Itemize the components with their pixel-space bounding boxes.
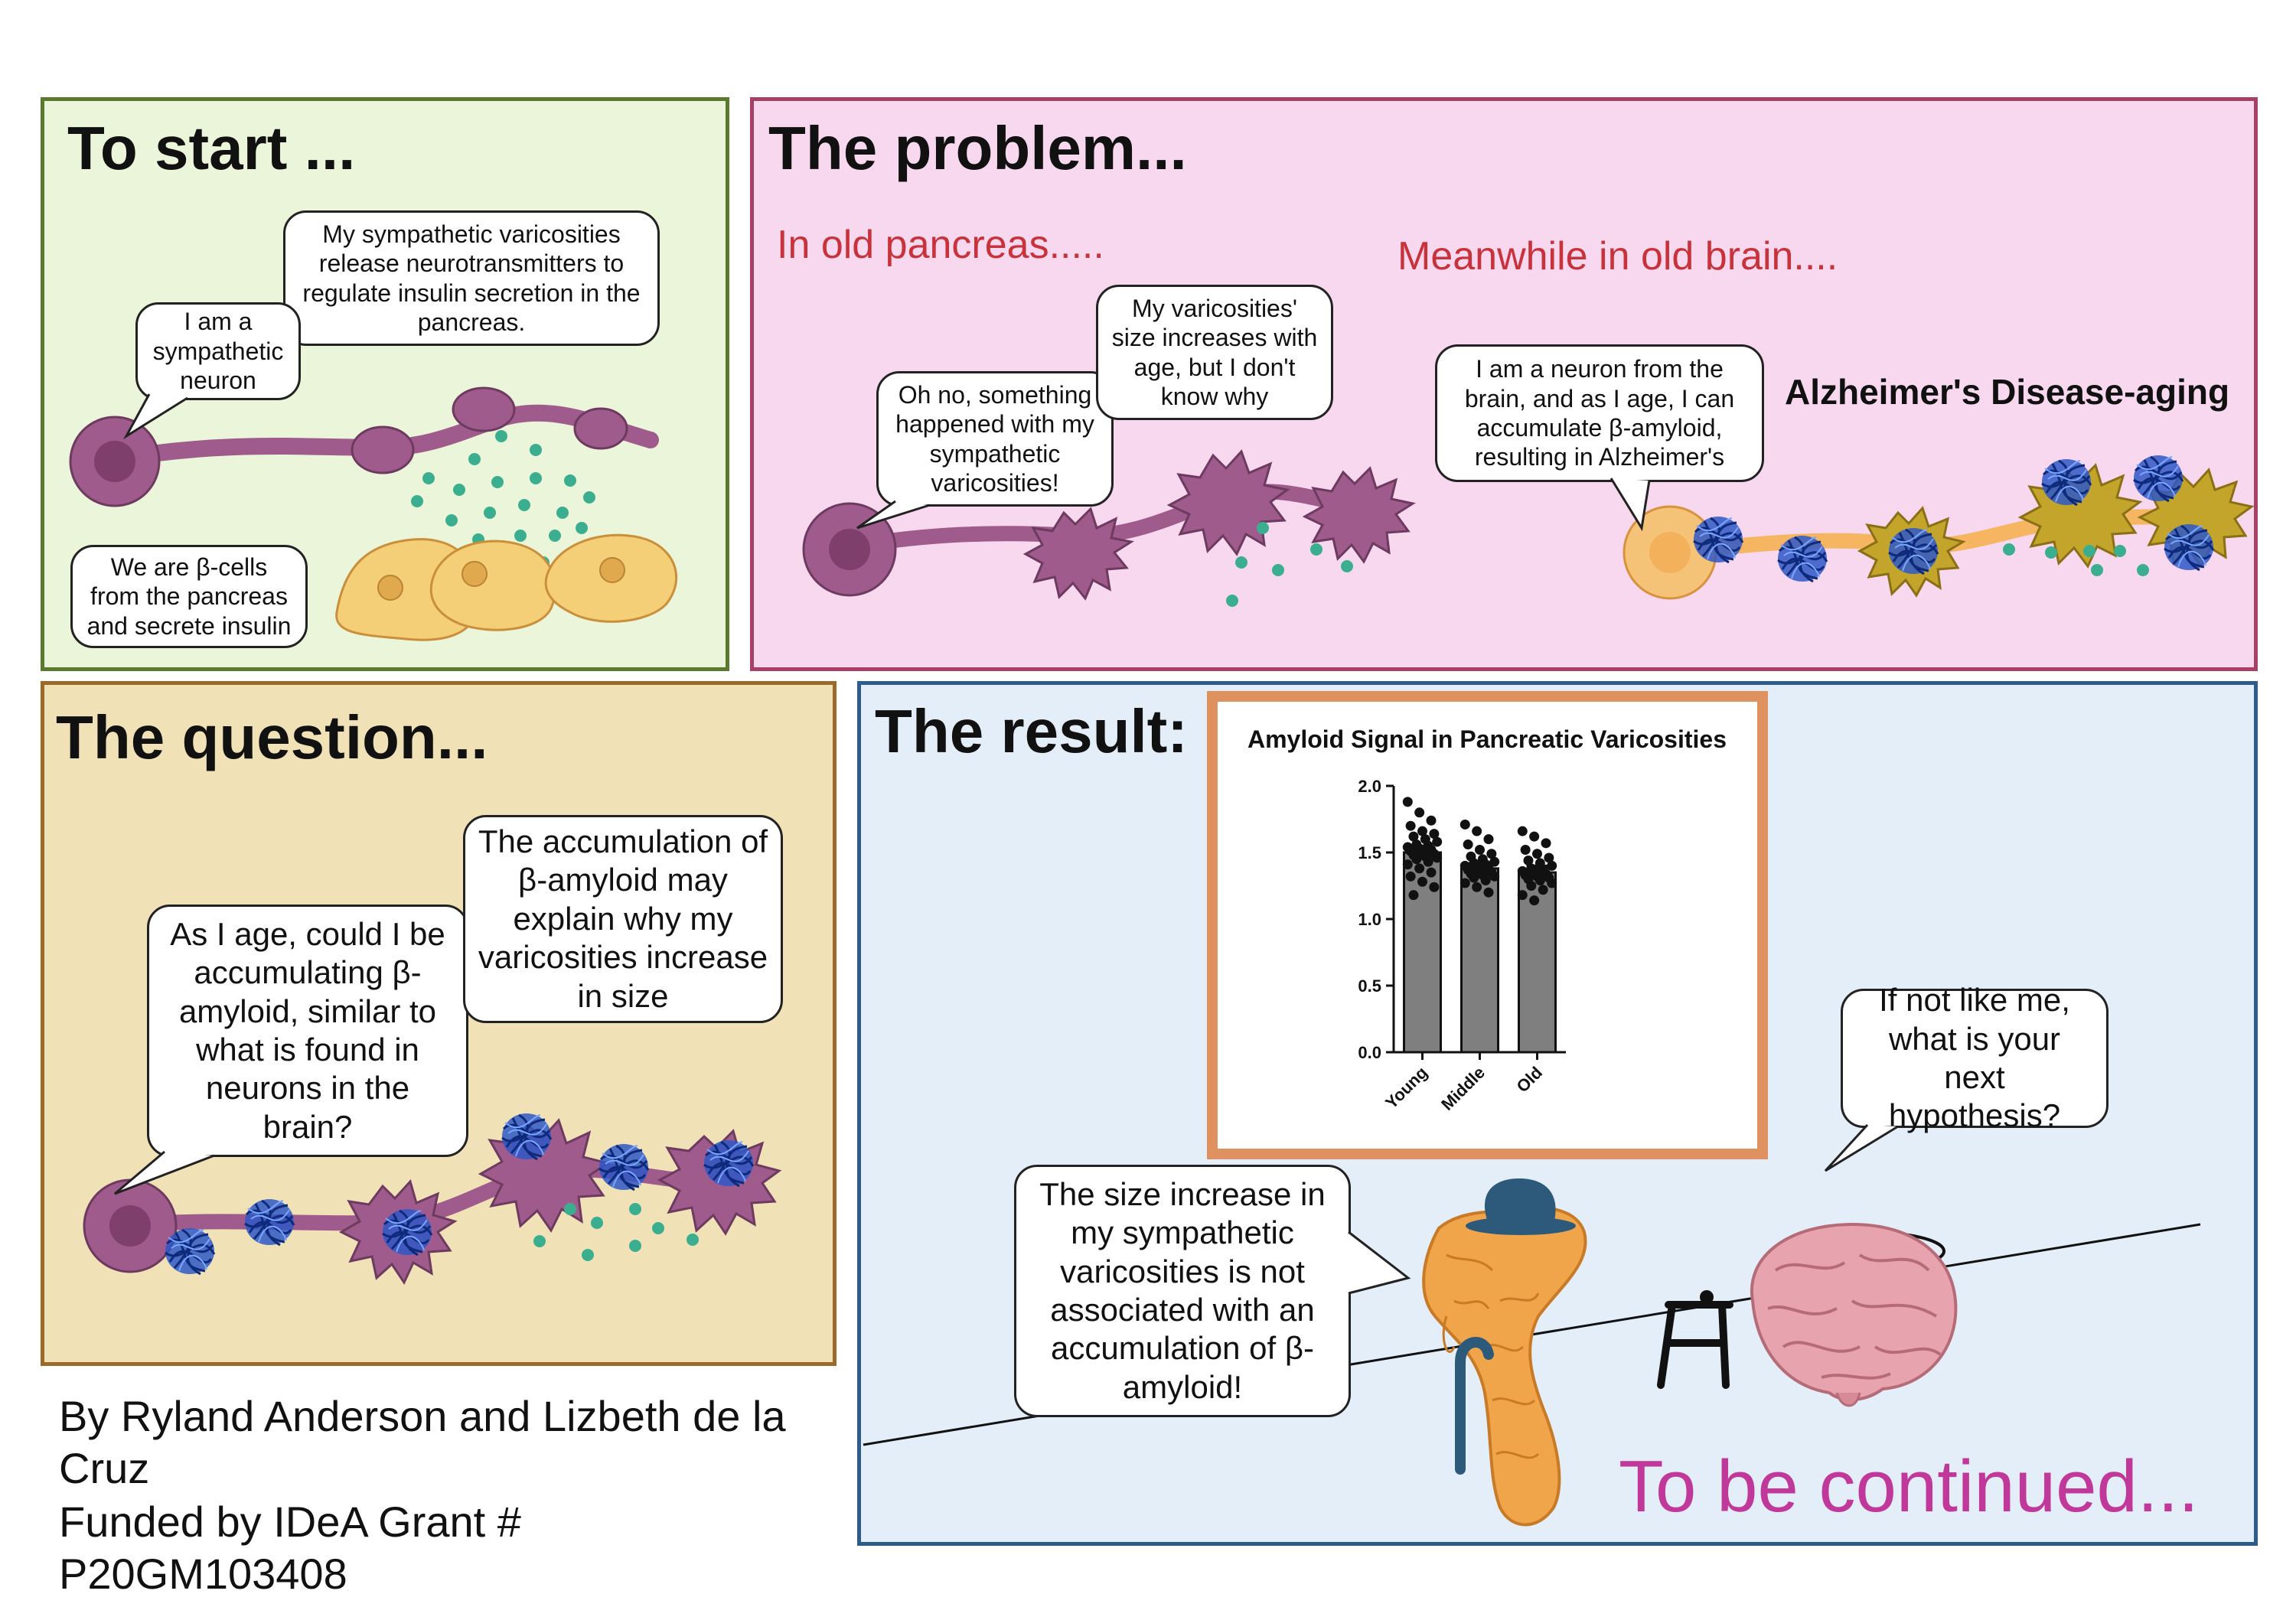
chart-data-point [1480,875,1491,886]
chart-data-point [1414,863,1425,874]
to-be-continued-text: To be continued... [1619,1446,2199,1527]
speech-bubble-varicosities: My sympathetic varicosities release neur… [283,210,660,346]
chart-x-tick-label: Old [1512,1063,1546,1097]
heading-old-brain: Meanwhile in old brain.... [1397,234,1838,279]
chart-data-point [1523,855,1534,865]
neurotransmitter-dots-question [533,1203,699,1261]
chart-data-point [1489,856,1500,867]
neurotransmitter-dots-problem [1226,522,1353,607]
chart-data-point [1426,867,1437,878]
speech-bubble-conclusion: The size increase in my sympathetic vari… [1014,1165,1351,1417]
heading-old-pancreas: In old pancreas..... [777,223,1104,267]
chart-data-point [1483,834,1494,845]
chart-data-point [1459,878,1470,888]
chart-y-tick-label: 0.5 [1358,976,1381,996]
chart-x-tick-label: Middle [1437,1063,1489,1114]
chart-bar [1460,867,1499,1054]
speech-bubble-brain-neuron: I am a neuron from the brain, and as I a… [1435,344,1764,482]
chart-data-point [1432,852,1443,863]
speech-bubble-question-explain: The accumulation of β-amyloid may explai… [463,815,783,1023]
chart-data-point [1486,849,1497,859]
chart-data-point [1417,876,1427,887]
chart-data-point [1483,887,1494,898]
chart-data-point [1463,839,1473,850]
chart-y-tick-label: 0.0 [1358,1043,1381,1062]
title-the-problem: The problem... [768,114,1187,182]
neurotransmitter-dots-brain [2003,543,2149,576]
chart-data-point [1423,856,1433,867]
chart-data-point [1547,860,1557,871]
chart-y-tick-label: 2.0 [1358,777,1381,796]
title-the-question: The question... [56,703,488,771]
chart-data-point [1475,845,1485,856]
speech-bubble-oh-no: Oh no, something happened with my sympat… [876,371,1114,507]
speech-bubble-beta-cells: We are β-cells from the pancreas and sec… [70,545,308,648]
chart-y-tick-label: 1.0 [1358,910,1381,929]
chart-frame [1207,691,1768,1159]
speech-bubble-question-ageing: As I age, could I be accumulating β-amyl… [147,905,468,1157]
brain-neuron-amyloid-illustration [1623,454,2255,600]
title-the-result: The result: [875,697,1188,765]
chart-data-point [1541,838,1551,849]
brain-character-illustration [1657,1222,1958,1407]
chart-data-point [1429,829,1440,839]
speech-bubble-hypothesis: If not like me, what is your next hypoth… [1841,982,2108,1133]
chart-data-point [1426,815,1437,826]
chart-data-point [1532,849,1542,859]
chart-data-point [1408,890,1419,901]
chart-data-point [1520,845,1531,856]
credits-authors: By Ryland Anderson and Lizbeth de la Cru… [59,1392,786,1493]
chart-data-point [1517,826,1528,836]
chart-data-point [1529,895,1540,906]
chart-data-point [1489,871,1500,882]
chart-data-point [1526,881,1537,891]
chart-data-point [1534,875,1545,886]
sympathetic-neuron-illustration [69,386,659,507]
chart-data-point [1517,890,1528,901]
chart-data-point [1405,820,1416,831]
label-alzheimers-aging: Alzheimer's Disease-aging [1785,372,2230,412]
chart-y-tick-label: 1.5 [1358,843,1381,862]
chart-data-point [1469,872,1479,883]
beta-cells-illustration [335,533,678,641]
chart-data-point [1402,859,1413,870]
speech-bubble-size-increase: My varicosities' size increases with age… [1096,285,1333,420]
title-to-start: To start ... [67,114,356,182]
chart-x-tick-label: Young [1381,1063,1431,1113]
speech-bubble-neuron: I am a sympathetic neuron [135,302,301,400]
neurotransmitter-dots-start [411,430,595,572]
chart-data-point [1405,871,1416,882]
chart-data-point [1472,826,1482,836]
chart-data-point [1411,854,1422,865]
pancreas-character-illustration [1422,1178,1587,1527]
question-neuron-illustration [83,1112,782,1286]
chart-title: Amyloid Signal in Pancreatic Varicositie… [1247,725,1727,753]
chart-data-point [1417,826,1427,836]
chart-data-point [1432,836,1443,847]
chart-data-point [1547,878,1557,888]
chart-data-point [1459,819,1470,830]
chart-data-point [1544,852,1554,863]
chart-data-point [1529,831,1540,842]
chart-data-point [1472,882,1482,892]
chart-data-point [1429,882,1440,892]
chart-data-point [1414,807,1425,818]
credits-funding: Funded by IDeA Grant # P20GM103408 [59,1498,521,1599]
chart-data-point [1408,831,1419,842]
amyloid-bar-chart: Amyloid Signal in Pancreatic Varicositie… [1247,725,1727,1114]
chart-data-point [1402,797,1413,807]
chart-data-point [1538,885,1548,895]
